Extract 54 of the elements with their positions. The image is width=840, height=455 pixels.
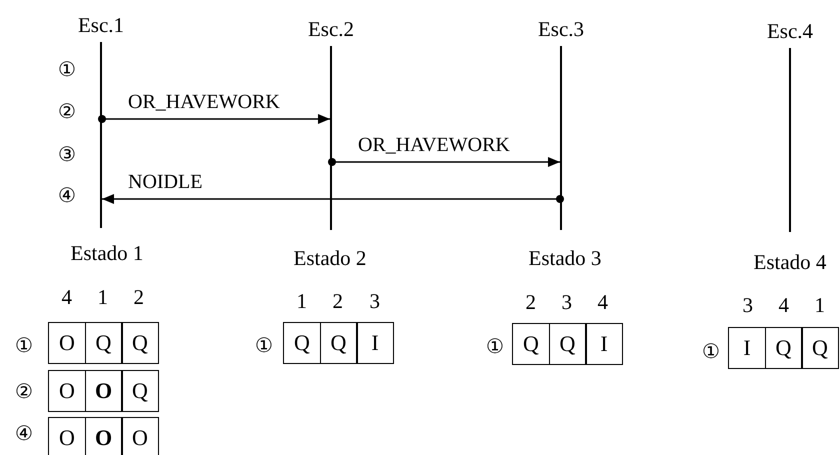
state-cell: O [48,370,86,412]
message-arrow [102,194,564,204]
state-cell: Q [121,322,159,364]
state-cell: Q [121,370,159,412]
state-cell: O [84,417,122,455]
step-number: ④ [58,185,76,205]
state-cell: Q [84,322,122,364]
state-cell: O [121,417,159,455]
state-cell: O [48,417,86,455]
column-number: 4 [62,286,72,308]
column-number: 3 [562,292,572,312]
state-cell: I [356,322,394,364]
state-cell: I [585,323,623,365]
step-number: ① [15,335,33,355]
column-number: 2 [134,286,144,308]
lifeline-label: Esc.1 [78,15,124,36]
state-cell: Q [764,327,802,369]
step-number: ① [702,341,720,361]
state-cell: O [48,322,86,364]
lifeline-label: Esc.3 [538,19,584,40]
edge-label: OR_HAVEWORK [358,135,510,155]
step-number: ② [15,381,33,401]
message-arrow [98,114,330,124]
state-cell: I [728,327,766,369]
column-number: 4 [778,294,789,316]
column-number: 2 [332,290,343,312]
column-number: 4 [598,292,608,312]
state-cell: O [84,370,122,412]
step-number: ④ [15,423,33,443]
step-number: ① [255,335,273,355]
state-title: Estado 3 [528,248,602,268]
step-number: ① [486,336,504,356]
step-number: ③ [58,144,76,164]
column-number: 3 [742,294,753,316]
step-number: ① [58,59,76,79]
column-number: 3 [370,290,380,312]
state-cell: Q [548,323,586,365]
column-number: 1 [296,290,307,312]
edge-label: NOIDLE [128,172,202,192]
state-cell: Q [801,327,839,369]
state-title: Estado 2 [294,248,366,268]
state-cell: Q [283,322,321,364]
message-arrow [328,157,560,167]
lifeline-label: Esc.4 [766,21,814,42]
state-cell: Q [512,323,550,365]
edge-label: OR_HAVEWORK [128,92,280,112]
state-title: Estado 4 [754,252,826,272]
column-number: 1 [814,294,825,316]
column-number: 1 [98,286,108,308]
step-number: ② [58,101,76,121]
column-number: 2 [526,292,536,312]
state-cell: Q [320,322,358,364]
state-title: Estado 1 [70,242,144,264]
lifeline-label: Esc.2 [308,19,354,40]
